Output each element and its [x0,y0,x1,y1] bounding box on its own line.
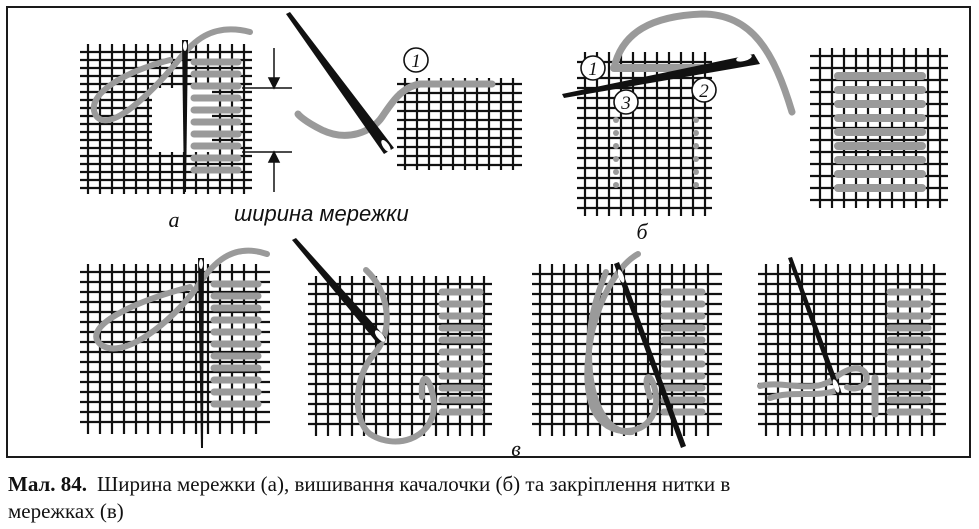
panel-v-step-1 [80,247,270,448]
panel-b-marker-3: 3 [613,89,639,115]
panel-b-thread [610,10,796,116]
figure-illustration: 1 а ширина мережки 1 2 [80,10,948,460]
panel-a-stitches [190,58,242,174]
panel-label-a: а [169,207,180,232]
panel-v-step-3 [532,251,722,448]
caption-line-1: Ширина мережки (а), вишивання качалочки … [97,472,731,496]
panel-a-needle [182,40,188,192]
figure-number: Мал. 84. [8,472,88,496]
caption-line-2: мережках (в) [8,499,124,523]
panel-label-b: б [636,219,648,244]
panel-v-step-4 [757,257,946,436]
svg-text:1: 1 [588,59,598,80]
panel-a-width-dimension [242,48,292,192]
panel-a-stitch-needle [286,12,394,154]
width-label: ширина мережки [234,201,409,226]
panel-b-finished-stitches [834,72,926,192]
panel-b-entry-dots [613,117,699,188]
svg-text:3: 3 [620,93,631,114]
svg-text:2: 2 [699,81,709,102]
panel-label-v: в [511,436,521,460]
panel-v-step-2 [292,238,492,445]
panel-b-marker-1: 1 [580,55,606,81]
figure-frame: 1 а ширина мережки 1 2 [6,6,971,460]
figure-caption-continued: мережках (в) [8,499,124,524]
panel-a-marker-1: 1 [403,47,429,73]
panel-b-needle [562,54,760,98]
figure-caption: Мал. 84. Ширина мережки (а), вишивання ка… [8,472,730,497]
panel-a-stitch-grid [397,78,522,170]
panel-b-marker-2: 2 [691,77,717,103]
svg-text:1: 1 [411,51,421,72]
panel-a-stitch-thread [294,80,496,139]
panel-a-thread [90,26,253,124]
